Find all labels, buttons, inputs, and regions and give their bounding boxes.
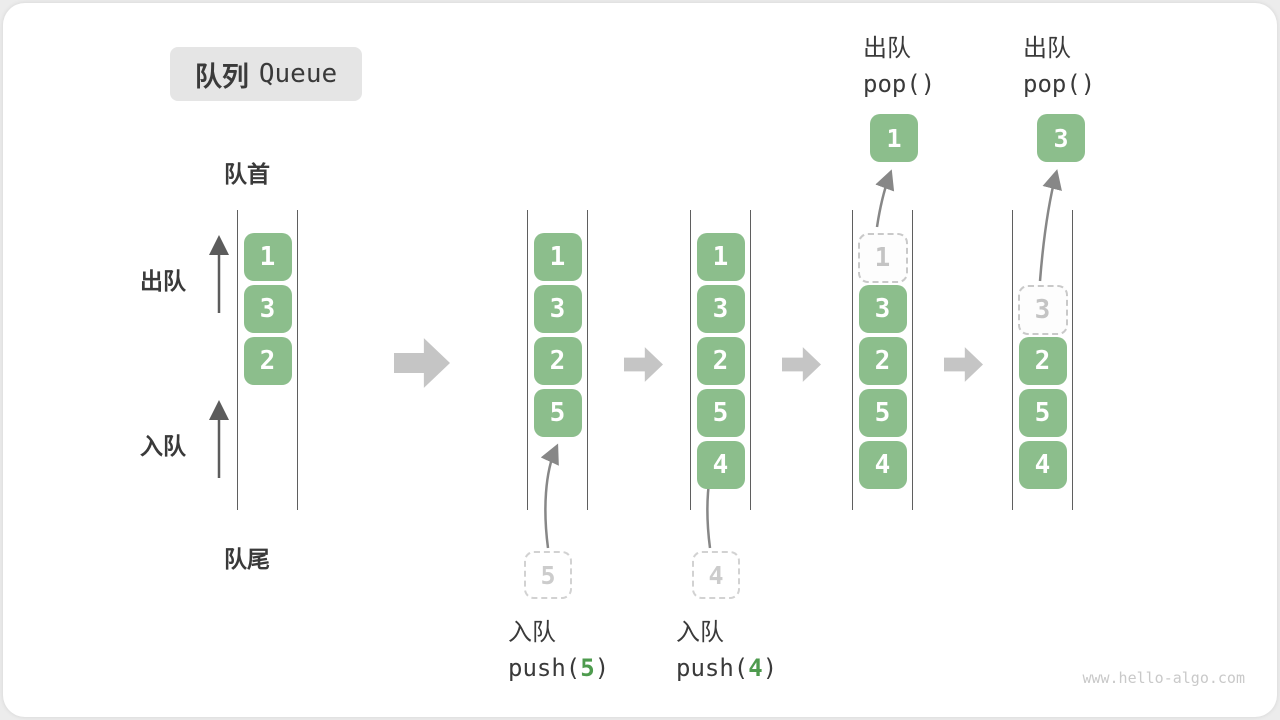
code-prefix: push( [676,654,749,682]
queue-cell: 5 [1018,389,1067,437]
push4-label-zh: 入队 [676,618,724,646]
queue-cell: 2 [533,337,582,385]
pop3-label-zh: 出队 [1023,34,1071,62]
queue-cell-removed: 3 [1017,285,1068,335]
queue-state-5: 3 2 5 4 [1012,210,1073,510]
popped-value-box: 3 [1037,114,1085,162]
title-en: Queue [258,59,338,89]
queue-cell: 3 [858,285,907,333]
code-arg: 4 [748,654,763,682]
queue-cell: 3 [696,285,745,333]
queue-cell: 3 [243,285,292,333]
push4-annotation: 入队 push(4) [676,614,777,686]
queue-cell: 5 [858,389,907,437]
code-suffix: ) [594,654,610,682]
label-dequeue: 出队 [140,269,186,295]
queue-cell: 4 [858,441,907,489]
queue-cell: 2 [243,337,292,385]
pop1-label-zh: 出队 [863,34,911,62]
code-suffix: ) [762,654,778,682]
label-queue-rear: 队尾 [224,547,270,573]
pop3-code: pop() [1023,70,1096,98]
pop1-annotation: 出队 pop() [863,30,935,102]
push5-code: push(5) [508,650,609,686]
queue-cell: 2 [858,337,907,385]
queue-state-4: 1 3 2 5 4 [852,210,913,510]
popped-value-box: 1 [870,114,918,162]
queue-cell-removed: 1 [857,233,908,283]
queue-cell: 2 [1018,337,1067,385]
queue-cell: 1 [533,233,582,281]
title-zh: 队列 [194,61,249,93]
push5-annotation: 入队 push(5) [508,614,609,686]
queue-cell: 3 [533,285,582,333]
queue-cell: 1 [243,233,292,281]
next-state-arrow-icon [394,338,450,388]
watermark: www.hello-algo.com [1082,669,1245,687]
label-queue-front: 队首 [224,162,270,188]
push4-code: push(4) [676,650,777,686]
queue-state-1: 1 3 2 [237,210,298,510]
incoming-value-box: 5 [524,551,572,599]
queue-cell: 5 [533,389,582,437]
pop3-annotation: 出队 pop() [1023,30,1095,102]
push5-label-zh: 入队 [508,618,556,646]
queue-cell: 1 [696,233,745,281]
queue-cell: 4 [1018,441,1067,489]
code-prefix: push( [508,654,581,682]
queue-cell: 2 [696,337,745,385]
next-state-arrow-icon [944,346,983,383]
queue-cell: 4 [696,441,745,489]
queue-cell: 5 [696,389,745,437]
code-arg: 5 [580,654,595,682]
next-state-arrow-icon [624,346,663,383]
queue-state-2: 1 3 2 5 [527,210,588,510]
label-enqueue: 入队 [140,434,186,460]
next-state-arrow-icon [782,346,821,383]
title-box: 队列 Queue [170,47,362,101]
incoming-value-box: 4 [692,551,740,599]
queue-state-3: 1 3 2 5 4 [690,210,751,510]
pop1-code: pop() [863,70,936,98]
